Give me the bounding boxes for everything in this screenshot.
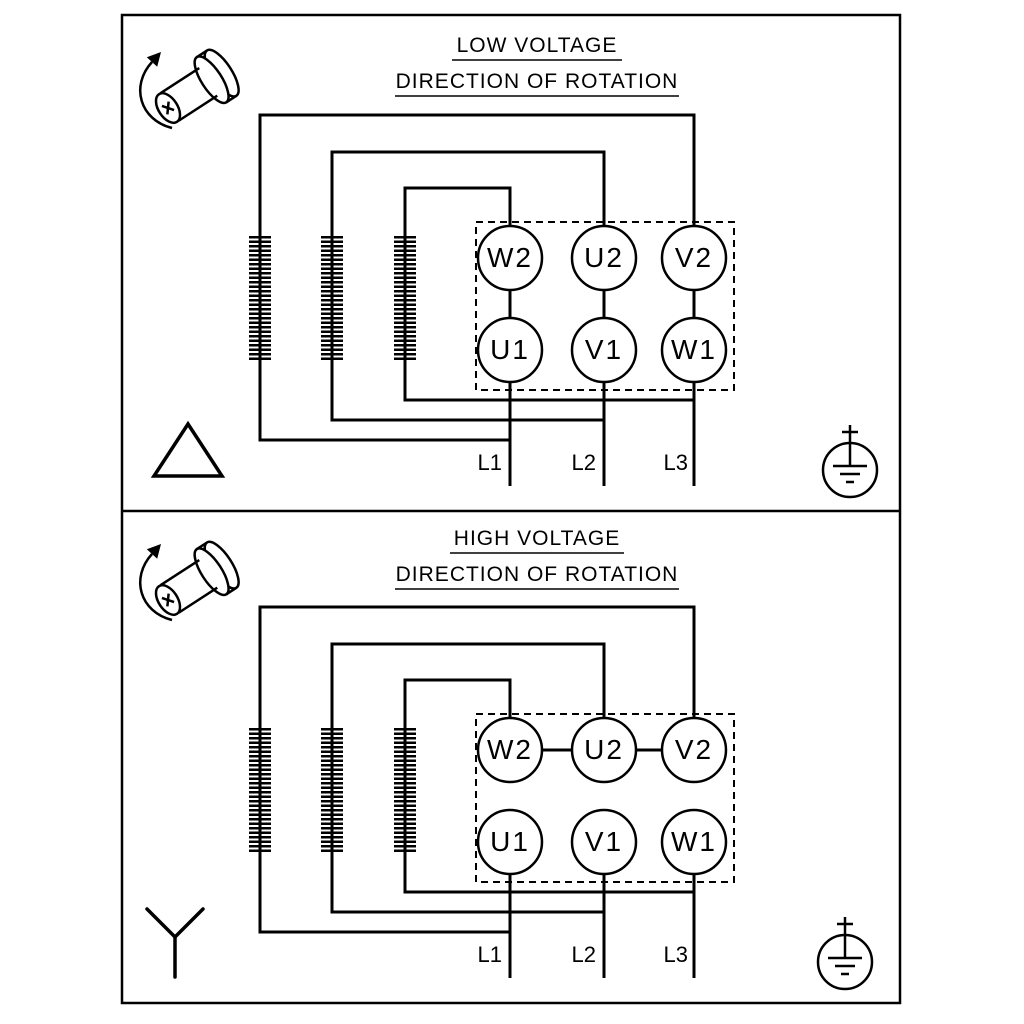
lead-L3-label: L3 [664, 450, 688, 475]
shaft-end-cross [161, 101, 175, 115]
panel-low-voltage: LOW VOLTAGE DIRECTION OF ROTATION [138, 34, 879, 499]
terminal-V2 [660, 224, 728, 292]
terminal-U2 [570, 716, 638, 784]
star-connection-icon [145, 907, 205, 979]
terminal-U1-label: U1 [490, 334, 530, 365]
rotation-arrow [138, 553, 173, 622]
wire-phase-1 [258, 113, 696, 442]
terminal-V1 [570, 316, 638, 384]
wiring [258, 605, 696, 978]
wire-phase-3 [403, 186, 694, 402]
rotation-direction-icon [138, 48, 240, 130]
terminal-U1 [476, 808, 544, 876]
wire-phase-2 [330, 642, 606, 914]
terminal-U1 [476, 316, 544, 384]
terminal-box [475, 713, 735, 883]
wire-phase-3 [403, 678, 694, 894]
terminal-W1 [660, 316, 728, 384]
terminal-V2-label: V2 [675, 734, 713, 765]
rotation-arrow [138, 61, 173, 130]
lead-L2-label: L2 [572, 942, 596, 967]
wiring [258, 113, 696, 486]
wire-phase-1 [258, 605, 696, 934]
terminal-V1-label: V1 [585, 826, 623, 857]
motor-windings [249, 236, 416, 362]
terminal-W1-label: W1 [671, 826, 717, 857]
lead-L1-label: L1 [478, 942, 502, 967]
shaft-body [160, 558, 218, 614]
lead-L2-label: L2 [572, 450, 596, 475]
terminals: W2 U2 V2 U1 V1 W1 [476, 716, 728, 876]
terminal-V2-label: V2 [675, 242, 713, 273]
panel-subtitle: DIRECTION OF ROTATION [396, 563, 679, 586]
terminal-W1-label: W1 [671, 334, 717, 365]
shaft-end-cross [161, 593, 175, 607]
shaft-flange-front [193, 55, 230, 105]
terminal-U2 [570, 224, 638, 292]
terminal-U1-label: U1 [490, 826, 530, 857]
terminal-W2-label: W2 [487, 242, 533, 273]
terminals: W2 U2 V2 U1 V1 W1 [476, 224, 728, 384]
delta-connection-icon [150, 420, 226, 478]
terminal-box [475, 221, 735, 391]
terminal-W2-label: W2 [487, 734, 533, 765]
shaft-flange-front [193, 547, 230, 597]
rotation-direction-icon [138, 540, 240, 622]
panel-title: LOW VOLTAGE [457, 34, 618, 57]
panel-high-voltage: HIGH VOLTAGE DIRECTION OF ROTATION [138, 527, 874, 991]
shaft-body [160, 66, 218, 122]
lead-L3-label: L3 [664, 942, 688, 967]
terminal-V1-label: V1 [585, 334, 623, 365]
terminal-V2 [660, 716, 728, 784]
terminal-U2-label: U2 [584, 734, 624, 765]
terminal-U2-label: U2 [584, 242, 624, 273]
motor-windings [249, 728, 416, 854]
rotation-arrowhead [146, 544, 161, 559]
terminal-W2 [476, 224, 544, 292]
panel-title: HIGH VOLTAGE [454, 527, 620, 550]
earth-ground-icon [821, 425, 879, 499]
terminal-W1 [660, 808, 728, 876]
rotation-arrowhead [146, 52, 161, 67]
lead-L1-label: L1 [478, 450, 502, 475]
terminal-V1 [570, 808, 638, 876]
terminal-W2 [476, 716, 544, 784]
diagram-border [120, 13, 902, 1005]
panel-subtitle: DIRECTION OF ROTATION [396, 70, 679, 93]
earth-ground-icon [816, 917, 874, 991]
wire-phase-2 [330, 150, 606, 422]
